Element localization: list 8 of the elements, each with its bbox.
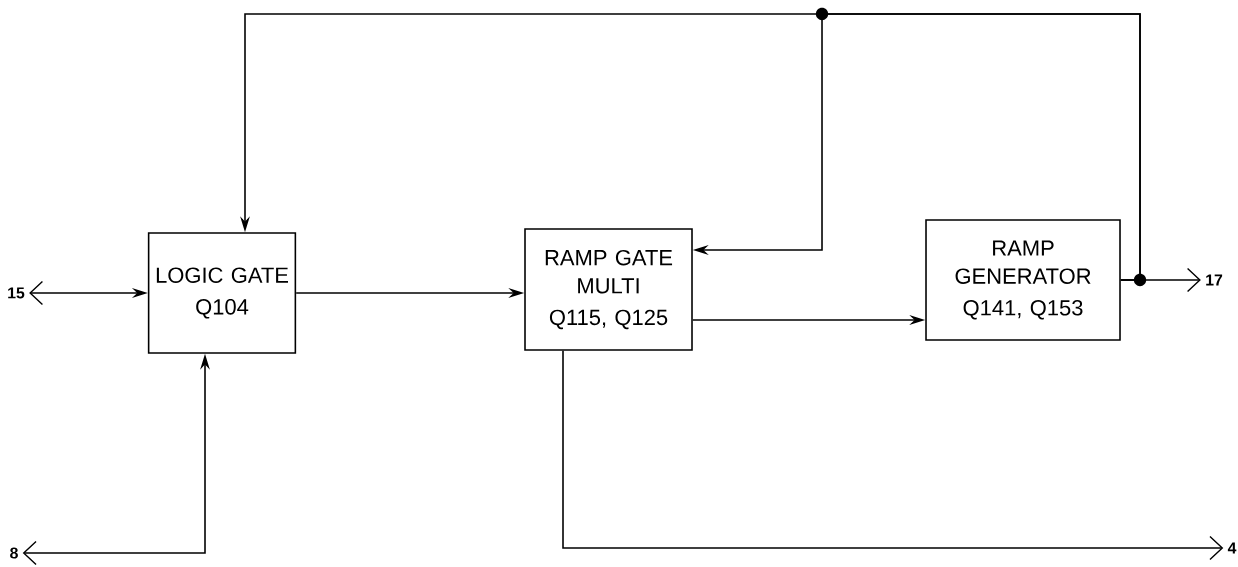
terminal-label: 8 (10, 547, 18, 559)
block-box: RAMP GATE MULTI Q115, Q125 (524, 228, 693, 351)
block-box: LOGIC GATE Q104 (147, 232, 297, 354)
terminal-label: 4 (1227, 542, 1237, 554)
terminal-label: 15 (8, 287, 25, 299)
block-box: RAMP GENERATOR Q141, Q153 (925, 219, 1121, 341)
arrow (562, 350, 1224, 561)
terminal-label: 17 (1206, 274, 1223, 286)
